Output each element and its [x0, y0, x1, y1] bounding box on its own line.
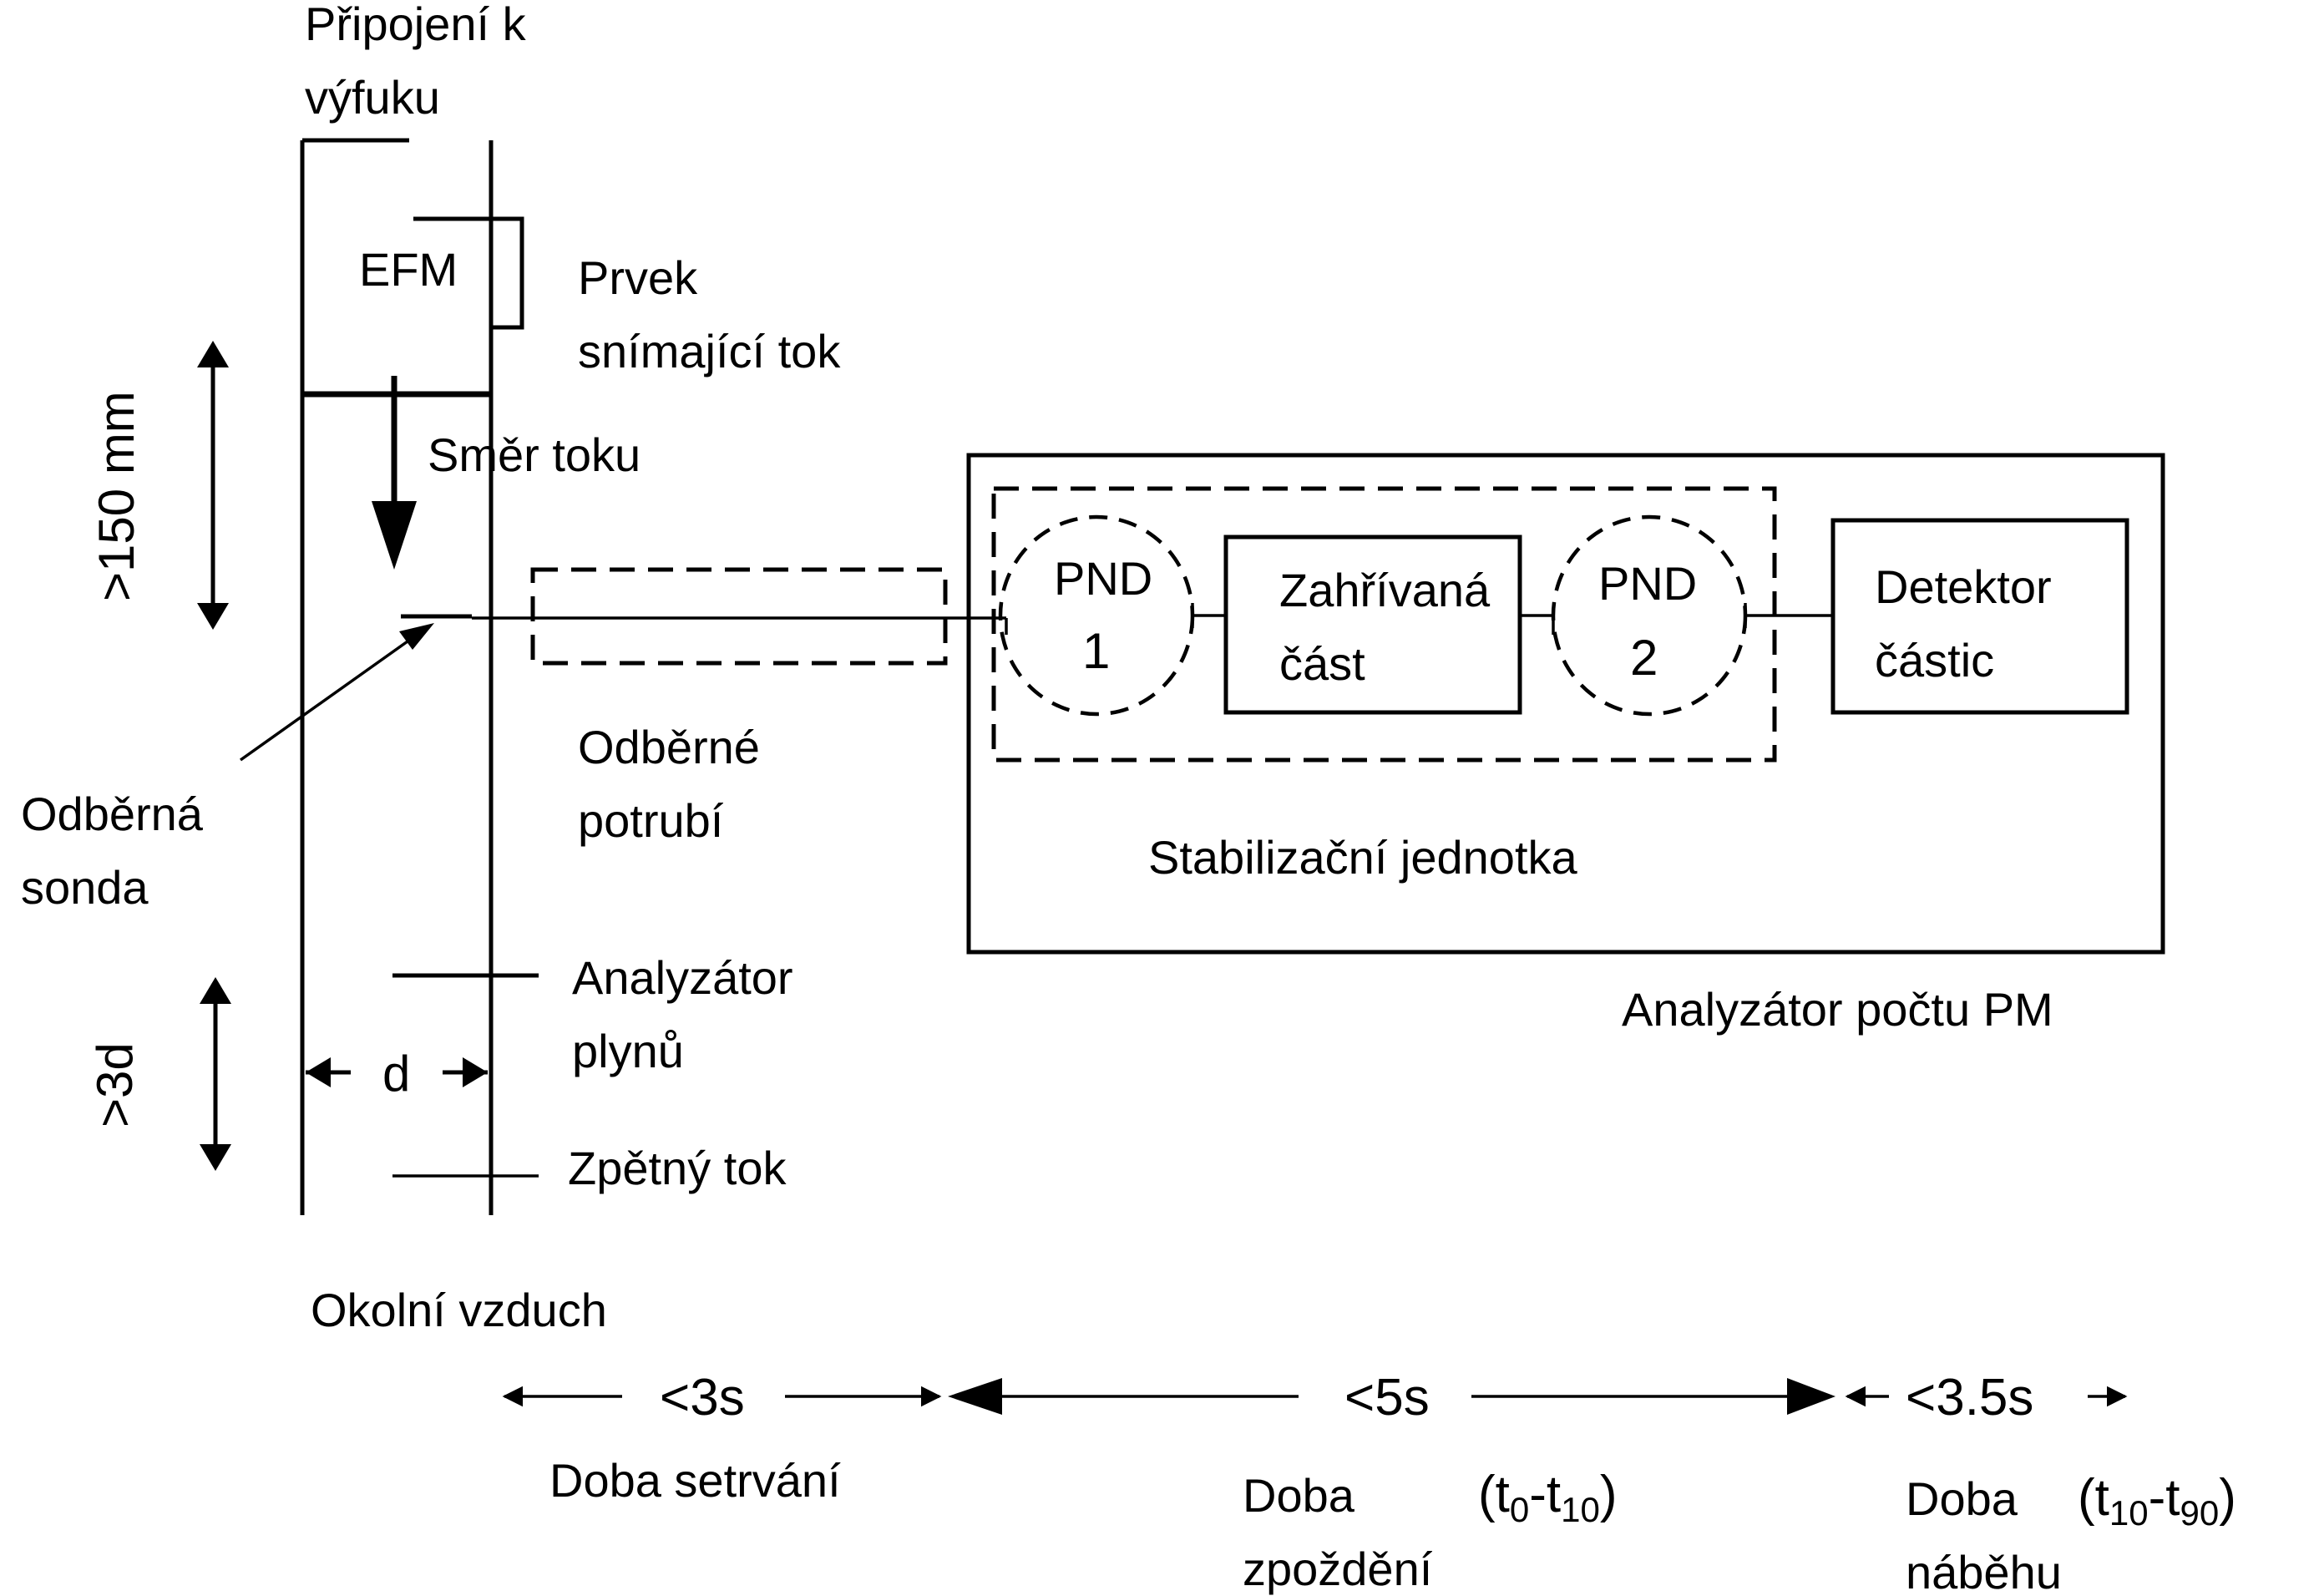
- delay-time-value: <5s: [1344, 1369, 1430, 1426]
- delay-time-label-2: zpoždění: [1243, 1543, 1433, 1595]
- particle-detector-label-2: částic: [1875, 634, 1994, 687]
- pnd1-label-1: PND: [1054, 552, 1152, 605]
- delay-time-label-1: Doba: [1243, 1469, 1355, 1522]
- sampling-probe-pointer: [239, 623, 434, 762]
- exhaust-connection-label-2: výfuku: [305, 71, 440, 124]
- residence-time-label: Doba setrvání: [549, 1454, 841, 1507]
- pnd2-label-2: 2: [1630, 630, 1658, 686]
- delay-time-range: (t0-t10): [1478, 1466, 1617, 1529]
- heated-section-label-2: část: [1279, 637, 1365, 690]
- pnd1-label-2: 1: [1082, 623, 1110, 679]
- sampling-probe-label-1: Odběrná: [21, 788, 204, 840]
- flow-element-label-1: Prvek: [578, 251, 698, 304]
- sampling-line-label-1: Odběrné: [578, 721, 760, 773]
- pm-analyzer-box: [966, 453, 2165, 955]
- stabilization-unit-box: [991, 486, 1777, 763]
- flow-element-label-2: snímající tok: [578, 325, 841, 377]
- pm-analyzer-label: Analyzátor počtu PM: [1622, 983, 2053, 1036]
- rise-time-label-2: náběhu: [1906, 1546, 2062, 1596]
- dimension-150mm-arrow: [197, 341, 229, 630]
- sampling-line-label-2: potrubí: [578, 794, 724, 847]
- heated-section-box: [1223, 535, 1522, 715]
- gas-analyzer-label-1: Analyzátor: [572, 951, 793, 1004]
- rise-time-range: (t10-t90): [2078, 1469, 2236, 1533]
- sampling-probe-label-2: sonda: [21, 861, 149, 914]
- efm-element: [413, 216, 524, 330]
- exhaust-connection-label-1: Připojení k: [305, 0, 527, 50]
- analyzer-connections: [1191, 603, 1833, 635]
- dimension-d-label: d: [382, 1046, 410, 1102]
- ambient-air-label: Okolní vzduch: [311, 1284, 607, 1336]
- flow-direction-arrow: [372, 376, 417, 570]
- particle-detector-label-1: Detektor: [1875, 560, 2052, 613]
- pnd1-circle: [998, 514, 1195, 717]
- pnd2-label-1: PND: [1598, 557, 1697, 610]
- rise-time-value: <3.5s: [1906, 1369, 2033, 1426]
- efm-label: EFM: [359, 243, 458, 296]
- sampling-line: [472, 567, 1008, 666]
- dimension-d-arrows: [306, 1057, 488, 1087]
- stabilization-unit-label: Stabilizační jednotka: [1148, 831, 1578, 884]
- heated-section-label-1: Zahřívaná: [1279, 564, 1491, 616]
- dimension-3d-label: >3d: [87, 1042, 143, 1127]
- flow-direction-label: Směr toku: [428, 428, 641, 481]
- gas-analyzer-label-2: plynů: [572, 1025, 684, 1077]
- dimension-3d-arrow: [200, 977, 231, 1171]
- dimension-150mm-label: >150 mm: [89, 391, 144, 601]
- back-flow-label: Zpětný tok: [568, 1142, 787, 1194]
- residence-time-value: <3s: [660, 1369, 745, 1426]
- rise-time-label-1: Doba: [1906, 1472, 2018, 1525]
- timeline-delay-arrows: [948, 1378, 1836, 1415]
- exhaust-tube: [300, 138, 494, 1215]
